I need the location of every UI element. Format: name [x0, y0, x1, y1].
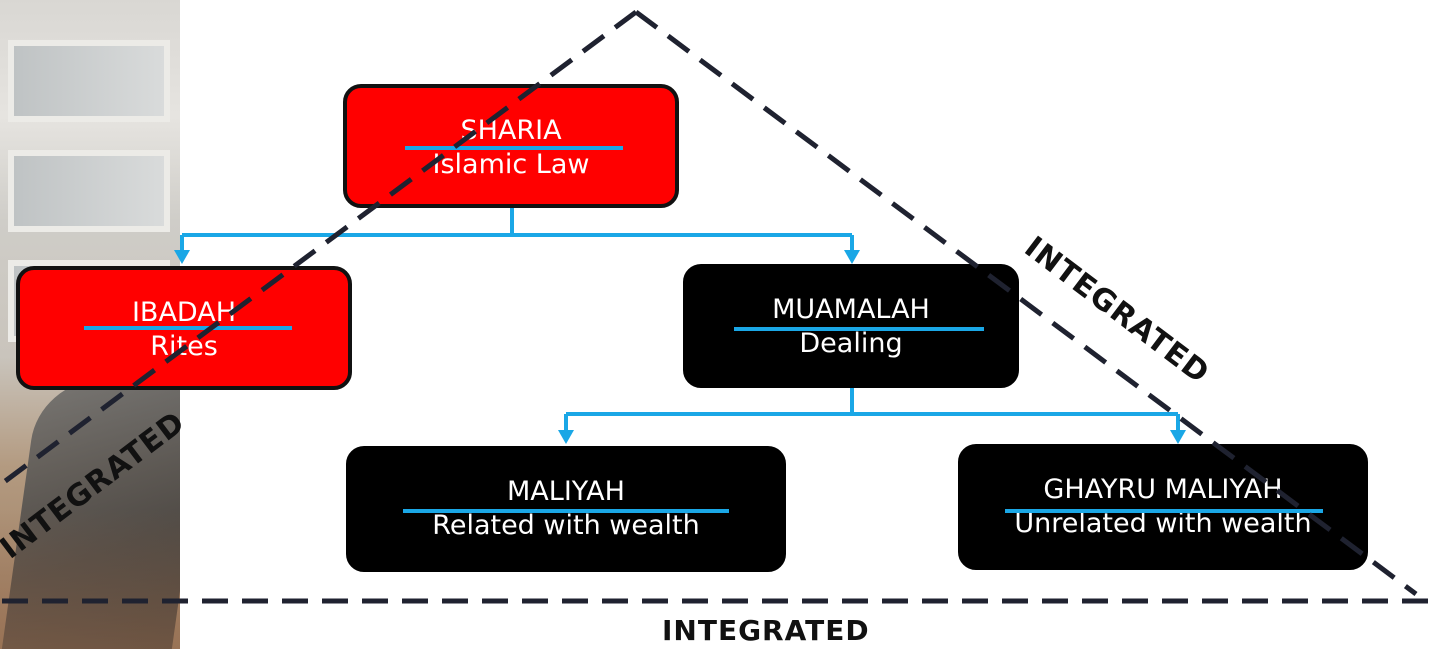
node-sharia-subtitle: Islamic Law: [432, 149, 590, 180]
node-sharia-title: SHARIA: [460, 115, 562, 146]
arrowhead-ibadah: [174, 250, 190, 264]
node-maliyah-underline: [403, 509, 729, 513]
node-muamalah-title: MUAMALAH: [772, 294, 930, 325]
dashed-right-slope: [634, 9, 1418, 597]
node-sharia-underline: [405, 146, 623, 150]
node-ghayru-maliyah: GHAYRU MALIYAH Unrelated with wealth: [958, 444, 1368, 570]
label-integrated-bottom: INTEGRATED: [662, 614, 870, 647]
node-maliyah-subtitle: Related with wealth: [432, 510, 700, 541]
node-muamalah-underline: [734, 327, 984, 331]
window-pane: [8, 40, 170, 122]
node-sharia: SHARIA Islamic Law: [343, 84, 679, 208]
node-muamalah: MUAMALAH Dealing: [683, 264, 1019, 388]
node-ghayru-subtitle: Unrelated with wealth: [1014, 508, 1312, 539]
floor: [0, 509, 180, 649]
node-ibadah-underline: [84, 326, 292, 330]
arrowhead-ghayru: [1170, 430, 1186, 444]
window-pane: [8, 150, 170, 232]
dashed-left-slope: [0, 9, 638, 488]
node-maliyah-title: MALIYAH: [507, 476, 625, 507]
node-ghayru-title: GHAYRU MALIYAH: [1043, 474, 1283, 505]
arrowhead-muamalah: [844, 250, 860, 264]
node-maliyah: MALIYAH Related with wealth: [346, 446, 786, 572]
node-ghayru-underline: [1005, 509, 1323, 513]
node-muamalah-subtitle: Dealing: [799, 328, 903, 359]
arrowhead-maliyah: [558, 430, 574, 444]
